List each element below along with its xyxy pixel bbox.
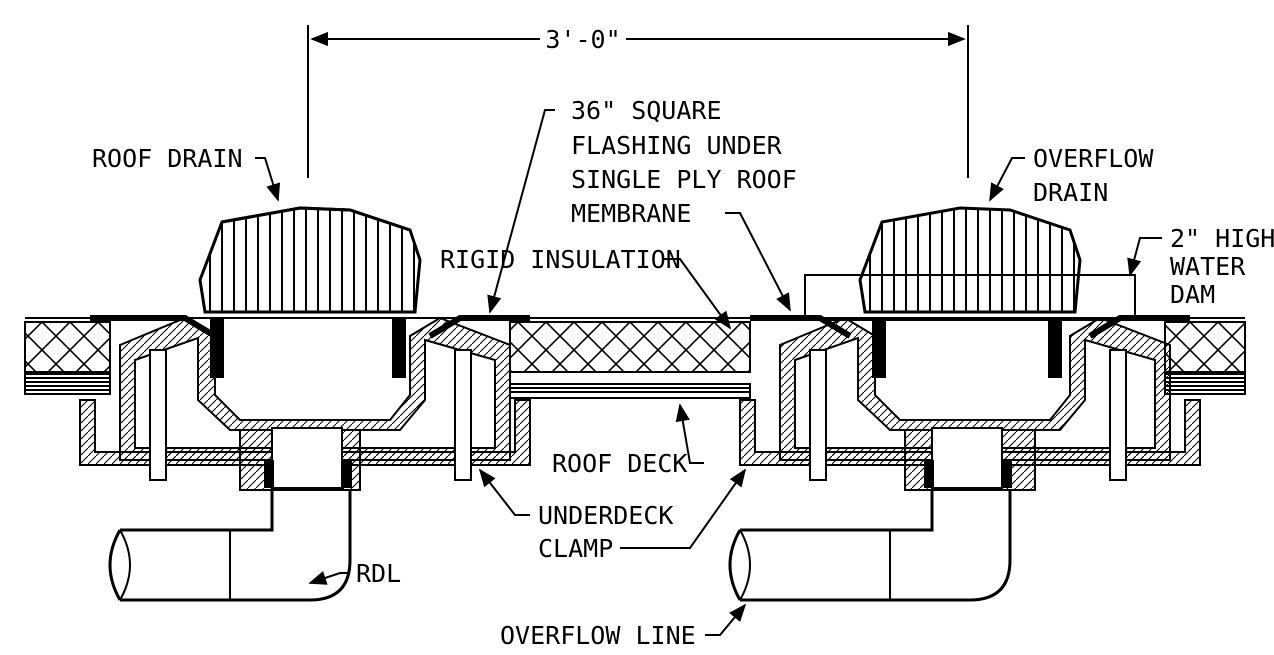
rdl-pipe xyxy=(108,490,352,602)
dimension-line: 3'-0" xyxy=(307,25,969,178)
overflow-line-label: OVERFLOW LINE xyxy=(500,621,696,650)
overflow-drain-label-line1: OVERFLOW xyxy=(1033,144,1154,173)
flashing-label-line2: FLASHING UNDER xyxy=(571,131,783,160)
flashing-label-line4: MEMBRANE xyxy=(571,199,691,228)
roof-drain-label: ROOF DRAIN xyxy=(92,144,243,173)
overflow-drain-label-line2: DRAIN xyxy=(1033,178,1108,207)
flashing-label-line1: 36" SQUARE xyxy=(571,96,722,125)
flashing-label-line3: SINGLE PLY ROOF xyxy=(571,165,797,194)
overflow-drain-right xyxy=(739,206,1201,491)
underdeck-clamp-label-line1: UNDERDECK xyxy=(538,501,673,530)
roof-deck xyxy=(24,373,1246,399)
rdl-label: RDL xyxy=(356,559,401,588)
water-dam-label-line2: WATER xyxy=(1170,252,1246,281)
water-dam-label-line1: 2" HIGH xyxy=(1170,224,1274,253)
roof-deck-label: ROOF DECK xyxy=(552,449,687,478)
leaders xyxy=(255,109,1162,636)
rigid-insulation xyxy=(24,317,1246,373)
roof-drain-left xyxy=(79,206,531,491)
rigid-insulation-label: RIGID INSULATION xyxy=(440,245,681,274)
underdeck-clamp-label-line2: CLAMP xyxy=(538,534,613,563)
overflow-line-pipe xyxy=(728,490,1012,602)
water-dam-label-line3: DAM xyxy=(1170,280,1215,309)
dimension-label: 3'-0" xyxy=(545,25,620,54)
